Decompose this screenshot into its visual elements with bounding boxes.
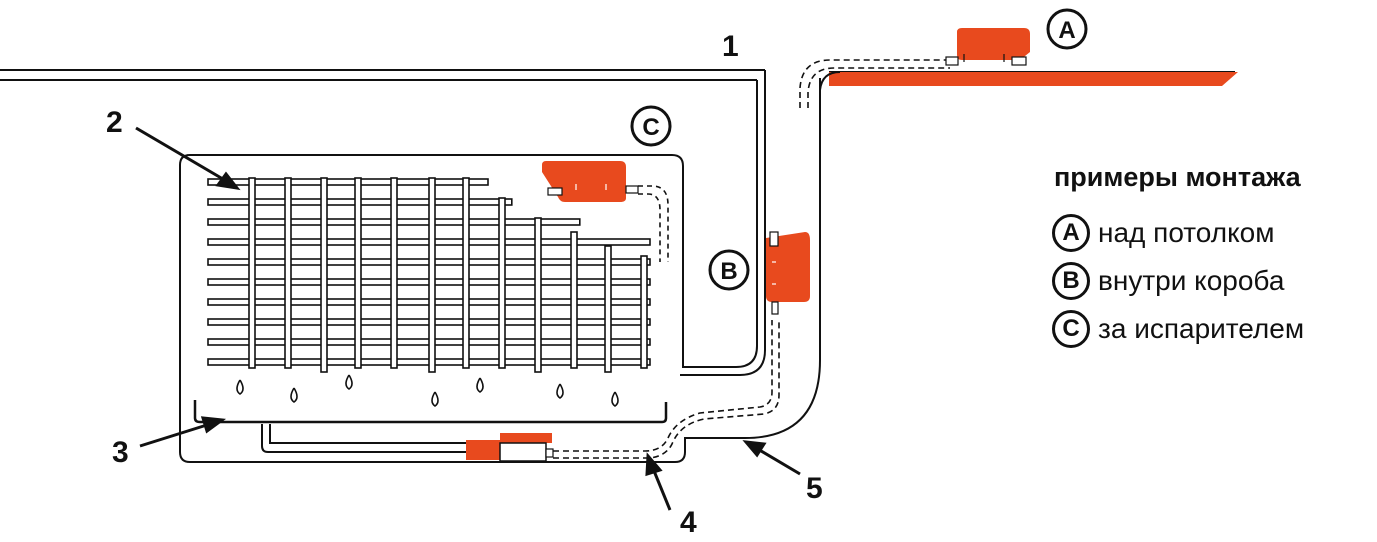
- condensate-droplets: [236, 374, 619, 407]
- callout-arrows: [135, 126, 801, 511]
- coil-fin: [604, 245, 612, 373]
- callout-1: 1: [722, 30, 739, 63]
- legend-text-c: за испарителем: [1098, 313, 1305, 344]
- pump-c: [542, 161, 669, 262]
- marker-b-letter: B: [720, 258, 737, 285]
- legend-text-b: внутри короба: [1098, 265, 1285, 296]
- coil-fin: [320, 177, 328, 373]
- marker-b: B: [708, 249, 750, 291]
- coil-fin: [284, 177, 292, 369]
- discharge-hose: [553, 59, 950, 459]
- pump-bottom: [466, 433, 554, 462]
- coil-fin: [354, 177, 362, 369]
- callout-2: 2: [106, 106, 123, 139]
- legend-badge-b: B: [1052, 262, 1090, 300]
- legend-text-a: над потолком: [1098, 217, 1275, 248]
- drain-pipe: [261, 424, 470, 453]
- coil-fin: [248, 177, 256, 369]
- coil-fin: [570, 231, 578, 369]
- coil-fin: [390, 177, 398, 369]
- cabinet-box: [680, 70, 766, 376]
- coil-fin: [640, 255, 648, 369]
- legend-item-b: B внутри короба: [1052, 257, 1372, 305]
- coil-fin: [498, 197, 506, 369]
- marker-a-letter: A: [1058, 17, 1075, 44]
- drip-pan: [193, 400, 668, 424]
- coil-fin: [428, 177, 436, 373]
- marker-c: C: [630, 105, 672, 147]
- ceiling-right: [819, 71, 1238, 91]
- legend-title: примеры монтажа: [1054, 162, 1301, 192]
- callout-5: 5: [806, 472, 823, 505]
- legend-badge-a: A: [1052, 214, 1090, 252]
- legend-item-c: C за испарителем: [1052, 305, 1372, 353]
- legend-badge-c: C: [1052, 310, 1090, 348]
- callout-4: 4: [680, 506, 697, 539]
- casing-outer: [179, 90, 821, 463]
- evaporator-coil: [207, 177, 651, 373]
- marker-a: A: [1046, 8, 1088, 50]
- coil-fin: [462, 177, 470, 369]
- pump-a: [945, 28, 1030, 66]
- ceiling-line: [0, 69, 765, 81]
- callout-3: 3: [112, 436, 129, 469]
- coil-fin: [534, 217, 542, 373]
- legend-item-a: A над потолком: [1052, 209, 1372, 257]
- pump-b: [766, 231, 810, 315]
- coil-tube: [207, 178, 489, 186]
- marker-c-letter: C: [642, 114, 659, 141]
- legend: примеры монтажа A над потолком B внутри …: [1052, 162, 1372, 353]
